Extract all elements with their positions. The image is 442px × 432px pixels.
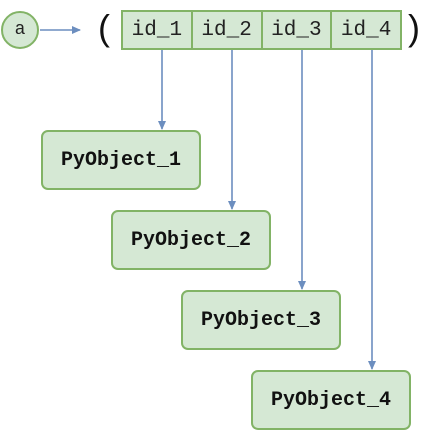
pyobject-1-box: PyObject_1 bbox=[41, 130, 201, 190]
tuple-cell-id-4: id_4 bbox=[340, 18, 392, 42]
tuple-box: id_1 id_2 id_3 id_4 bbox=[121, 10, 402, 50]
tuple-cell-id-2: id_2 bbox=[193, 12, 263, 48]
pyobject-2-box: PyObject_2 bbox=[111, 210, 271, 270]
variable-node: a bbox=[1, 11, 39, 49]
tuple-cell-id-3: id_3 bbox=[263, 12, 333, 48]
tuple-open-paren: ( bbox=[98, 7, 110, 48]
pyobject-4-box: PyObject_4 bbox=[251, 370, 411, 430]
pyobject-3-box: PyObject_3 bbox=[181, 290, 341, 350]
variable-label: a bbox=[14, 20, 26, 40]
tuple-close-paren: ) bbox=[408, 7, 420, 48]
tuple-cell-id-1: id_1 bbox=[123, 12, 193, 48]
